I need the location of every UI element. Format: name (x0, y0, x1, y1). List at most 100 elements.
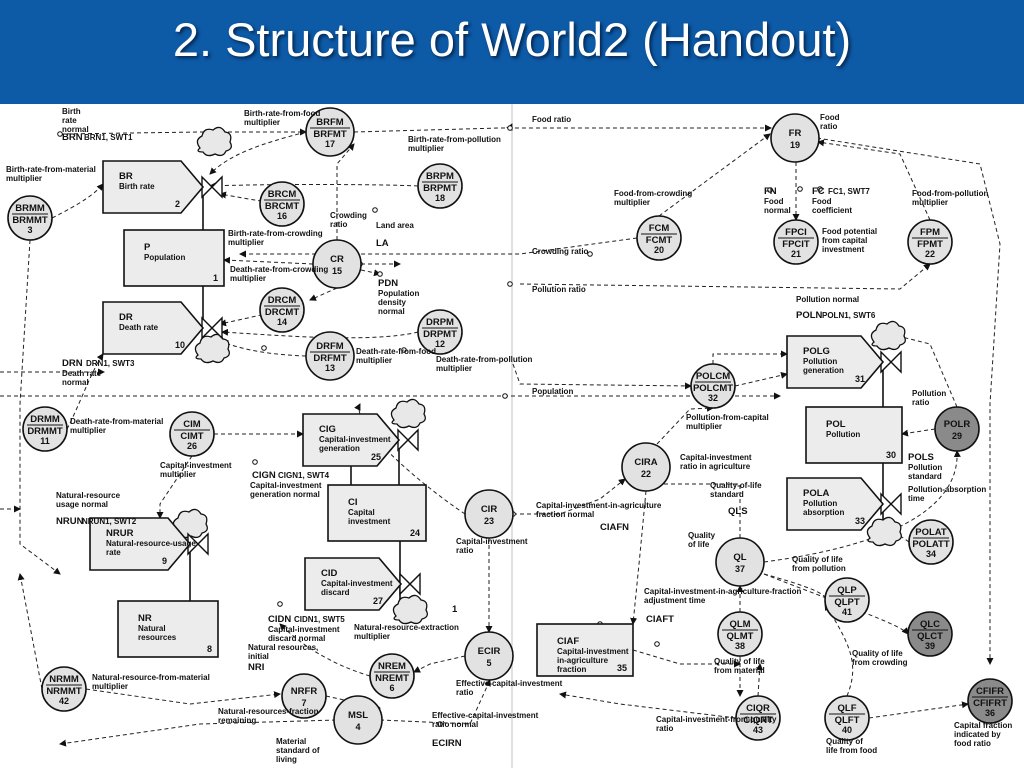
rate-num-polg: 31 (855, 374, 865, 384)
aux-num-nrmm: 42 (59, 696, 69, 706)
aux-code2-cim: CIMT (180, 431, 203, 442)
label-nri-code: NRI (248, 662, 264, 673)
label-crowding-ratio-line: Crowding ratio (532, 247, 589, 256)
aux-code2-polcm: POLCMT (693, 383, 733, 394)
aux-code2-brcm: BRCMT (265, 201, 299, 212)
aux-num-ql: 37 (735, 564, 745, 574)
aux-fpci (773, 219, 819, 265)
rate-name-nrur: Natural-resource-usage (106, 539, 196, 548)
label-brn-sw: BRN1, SWT1 (84, 133, 133, 142)
source-cloud-br (196, 126, 232, 157)
label-fc-sw: FC1, SWT7 (828, 187, 870, 196)
rate-name-pola: Pollution (803, 499, 837, 508)
junction-dot-12 (401, 347, 407, 353)
junction-dot-1 (507, 125, 513, 131)
aux-num-fpci: 21 (791, 249, 801, 259)
aux-code-fcm: FCM (649, 223, 670, 234)
info-link-20 (513, 478, 626, 515)
aux-num-cr: 15 (332, 266, 342, 276)
info-link-13 (221, 340, 307, 357)
label-nrun-code: NRUN (56, 516, 84, 527)
rate-code-br: BR (119, 171, 133, 182)
junction-dot-6 (502, 393, 508, 399)
junction-dot-3 (377, 271, 383, 277)
level-name-pol: Pollution (826, 430, 860, 439)
aux-code2-brfm: BRFMT (313, 129, 346, 140)
level-name-ciaf: fraction (557, 665, 586, 674)
aux-cr (312, 239, 362, 289)
junction-dot-15 (252, 459, 258, 465)
info-link-37 (734, 371, 788, 387)
rate-num-cig: 25 (371, 452, 381, 462)
aux-code-nrmm: NRMM (49, 674, 79, 685)
rate-name-polg: Pollution (803, 357, 837, 366)
aux-drfm (305, 331, 355, 381)
aux-polcm (690, 363, 736, 409)
aux-num-ciqr: 43 (753, 725, 763, 735)
info-link-22 (413, 655, 466, 673)
rate-br (102, 160, 205, 214)
level-name-ci: investment (348, 517, 391, 526)
aux-code2-ciqr: CIQRT (743, 715, 773, 726)
info-link-4 (209, 131, 307, 175)
info-link-16 (19, 239, 61, 575)
source-cloud-cig (390, 398, 426, 429)
info-link-1 (353, 124, 772, 133)
slide-title: 2. Structure of World2 (Handout) (172, 13, 852, 66)
aux-code2-qlm: QLMT (727, 631, 754, 642)
label-drn-sw: DRN1, SWT3 (86, 359, 135, 368)
info-link-38 (889, 332, 958, 408)
label-one: 1 (452, 604, 458, 615)
aux-code2-drmm: DRMMT (27, 426, 63, 437)
label-brn-code: BRN (62, 132, 83, 143)
aux-num-drmm: 11 (40, 436, 50, 446)
level-name-ciaf: Capital-investment (557, 647, 629, 656)
level-name-nr: Natural (138, 624, 166, 633)
info-link-36 (712, 350, 788, 364)
info-link-18 (156, 455, 193, 519)
aux-code-qlp: QLP (837, 585, 857, 596)
rate-code-pola: POLA (803, 488, 830, 499)
aux-brpm (417, 163, 463, 209)
rate-name-pola: absorption (803, 508, 844, 517)
valve-cig (397, 428, 419, 452)
aux-qlf (824, 695, 870, 741)
aux-ql (715, 537, 765, 587)
info-link-40 (656, 404, 714, 445)
level-ci (327, 484, 427, 542)
level-name-ciaf: in-agriculture (557, 656, 609, 665)
info-link-7 (336, 143, 355, 240)
info-link-41 (630, 490, 647, 625)
valve-dr (201, 316, 223, 340)
level-num-ciaf: 35 (617, 663, 627, 673)
rate-pola (786, 477, 885, 531)
label-poln: Pollution normal (796, 295, 859, 304)
info-link-19 (354, 403, 466, 515)
level-num-ci: 24 (410, 528, 420, 538)
aux-drpm (417, 309, 463, 355)
label-pollution-ratio-line: Pollution ratio (532, 285, 586, 294)
aux-code2-qlc: QLCT (917, 631, 943, 642)
aux-num-drfm: 13 (325, 363, 335, 373)
aux-polr (934, 406, 980, 452)
level-num-p: 1 (213, 273, 218, 283)
level-pol (805, 406, 903, 464)
rate-num-pola: 33 (855, 516, 865, 526)
aux-code-nrfr: NRFR (291, 686, 318, 697)
label-cidn-code: CIDN (268, 614, 291, 625)
label-cign-sw: CIGN1, SWT4 (278, 471, 330, 480)
aux-num-msl: 4 (355, 722, 360, 732)
